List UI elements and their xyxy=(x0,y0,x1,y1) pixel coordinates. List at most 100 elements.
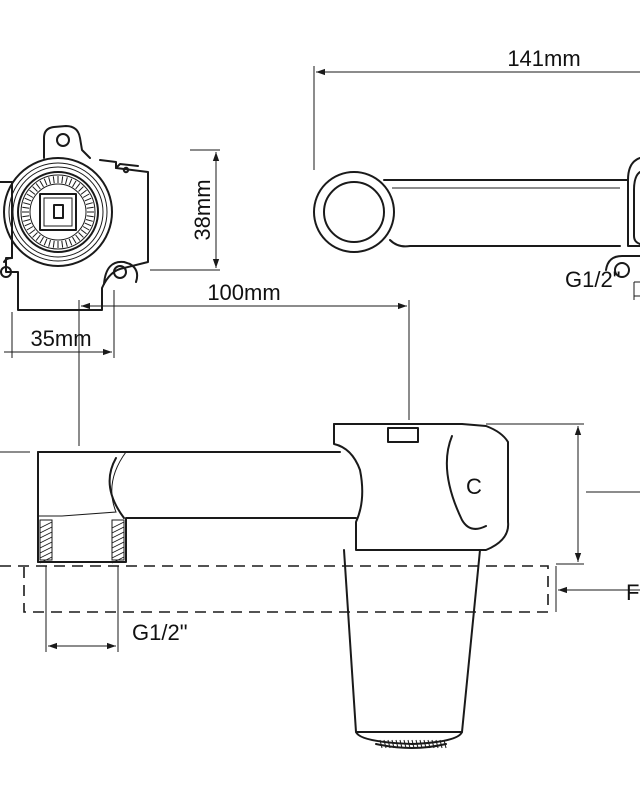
knurl-line xyxy=(407,739,411,749)
wall-outline-dashed xyxy=(0,565,549,613)
thread-hatching xyxy=(39,521,125,564)
edge-marking: F xyxy=(626,580,639,605)
knurl-line xyxy=(387,739,391,749)
spline-tooth xyxy=(52,240,55,248)
spline-tooth xyxy=(22,215,30,218)
hatch-line xyxy=(111,521,125,529)
spline-tooth xyxy=(61,176,64,184)
cartridge-ring-6 xyxy=(29,183,87,241)
spline-tooth xyxy=(39,236,44,244)
spindle-square-outer xyxy=(39,193,77,231)
knurl-line xyxy=(395,739,399,749)
spout-bend-line xyxy=(38,451,127,517)
knurl-line xyxy=(419,739,423,749)
dim-label-38mm: 38mm xyxy=(190,179,215,240)
cartridge-outer-ring xyxy=(3,157,113,267)
knurl-line xyxy=(379,739,383,749)
spline-tooth xyxy=(29,229,36,235)
knurl-line xyxy=(383,739,387,749)
hatch-line xyxy=(39,546,53,554)
hatch-line xyxy=(39,531,53,539)
mounting-tab-bottom-right xyxy=(103,260,139,285)
spline-tooth xyxy=(85,219,93,222)
spout-outer-ring xyxy=(313,171,395,253)
knurl-line xyxy=(431,739,435,749)
spline-tooth xyxy=(86,206,94,209)
spline-tooth xyxy=(29,189,36,195)
cold-marking: C xyxy=(466,474,482,499)
spindle-slot xyxy=(53,204,64,219)
top-mounting-hole xyxy=(614,262,630,278)
spline-tooth xyxy=(85,202,93,205)
cartridge-ring-5 xyxy=(20,174,96,250)
mounting-hole-bottom-right xyxy=(113,265,127,279)
spline-tooth xyxy=(80,189,87,195)
hatch-line xyxy=(111,546,125,554)
handle-knurling xyxy=(379,739,447,749)
mounting-hole-top xyxy=(56,133,70,147)
front-view: 38mm 35mm xyxy=(0,125,220,358)
hatch-line xyxy=(39,536,53,544)
top-view: 141mm G1/2" xyxy=(313,46,640,300)
valve-body-inner xyxy=(633,171,640,245)
spline-tooth xyxy=(23,219,31,222)
knurl-line xyxy=(439,739,443,749)
spline-tooth xyxy=(52,176,55,184)
spline-tooth xyxy=(65,239,68,247)
knurl-line xyxy=(435,739,439,749)
spline-tooth xyxy=(32,232,38,238)
hatch-line xyxy=(39,551,53,559)
cartridge-ring-4 xyxy=(17,171,99,253)
valve-body-edge xyxy=(627,157,640,247)
mounting-tab-top xyxy=(43,125,91,159)
mounting-tab-bottom-left xyxy=(3,257,13,263)
hatch-line xyxy=(39,541,53,549)
spline-tooth xyxy=(68,178,73,186)
valve-body xyxy=(333,423,510,551)
top-view-fitting xyxy=(633,281,640,300)
cartridge-splines xyxy=(22,176,94,248)
spline-tooth xyxy=(43,238,48,246)
knurl-line xyxy=(427,739,431,749)
hatch-line xyxy=(111,536,125,544)
spline-tooth xyxy=(84,197,92,202)
housing-screw xyxy=(122,166,130,174)
housing-detail xyxy=(115,163,139,169)
cartridge-ring-3 xyxy=(12,166,104,258)
spline-tooth xyxy=(23,202,31,205)
spline-tooth xyxy=(61,240,64,248)
hatch-line xyxy=(111,556,125,564)
handle-body xyxy=(343,549,481,745)
spline-tooth xyxy=(26,226,34,231)
top-mounting-tab xyxy=(605,255,640,271)
valve-housing xyxy=(0,159,149,311)
spline-tooth xyxy=(43,178,48,186)
knurl-line xyxy=(391,739,395,749)
hatch-line xyxy=(111,541,125,549)
spline-tooth xyxy=(24,222,32,227)
spout-bottom-edge xyxy=(37,517,357,563)
hatch-line xyxy=(111,531,125,539)
spline-tooth xyxy=(78,186,84,192)
dim-label-thread-bottom: G1/2" xyxy=(132,620,188,645)
spline-tooth xyxy=(84,222,92,227)
spline-tooth xyxy=(26,193,34,198)
knurl-line xyxy=(415,739,419,749)
spline-tooth xyxy=(65,177,68,185)
dim-label-141mm: 141mm xyxy=(507,46,580,71)
hatch-line xyxy=(111,526,125,534)
spline-tooth xyxy=(35,183,41,190)
hatch-line xyxy=(39,521,53,529)
hatch-line xyxy=(111,551,125,559)
spline-tooth xyxy=(75,234,81,241)
spline-tooth xyxy=(24,197,32,202)
knurl-line xyxy=(411,739,415,749)
spline-tooth xyxy=(80,229,87,235)
dim-label-35mm: 35mm xyxy=(30,326,91,351)
spline-tooth xyxy=(39,180,44,188)
spout-curve xyxy=(108,457,125,519)
cartridge-ring-2 xyxy=(8,162,108,262)
spline-tooth xyxy=(82,226,90,231)
valve-side-recess xyxy=(445,435,487,530)
